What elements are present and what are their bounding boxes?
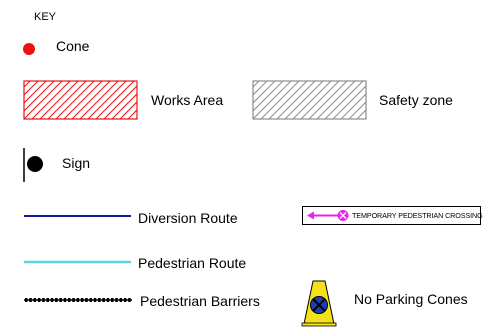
temporary-crossing-label: TEMPORARY PEDESTRIAN CROSSING [352,211,483,220]
dotted-barrier-line-icon [24,298,132,302]
red-hatched-area-icon [23,80,138,120]
cyan-line-icon [24,260,131,264]
pedestrian-barriers-label: Pedestrian Barriers [140,293,260,309]
sign-post-icon [23,148,43,182]
cone-label: Cone [56,38,90,54]
sign-label: Sign [62,155,91,171]
no-parking-cones-label: No Parking Cones [354,291,468,307]
pedestrian-route-label: Pedestrian Route [138,255,247,271]
red-dot-icon [23,43,35,55]
works-area-label: Works Area [151,92,224,108]
legend-title: KEY [34,11,57,23]
temporary-crossing-box: TEMPORARY PEDESTRIAN CROSSING [302,206,483,225]
no-parking-cone-icon [301,280,337,327]
pedestrian-crossing-arrow-icon [307,210,349,221]
safety-zone-label: Safety zone [379,92,453,108]
grey-hatched-area-icon [252,80,367,120]
blue-line-icon [24,215,131,217]
diversion-route-label: Diversion Route [138,210,238,226]
